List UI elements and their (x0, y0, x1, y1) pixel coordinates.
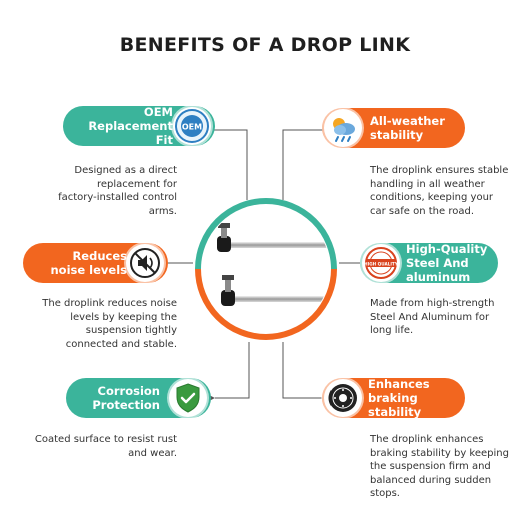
drop-link-product-image (193, 196, 339, 342)
benefit-corrosion-protection: Corrosion Protection (66, 378, 211, 418)
weather-icon (324, 109, 362, 147)
benefit-label: High-Quality Steel And aluminum (406, 242, 488, 284)
benefit-description: Made from high-strength Steel And Alumin… (370, 298, 495, 336)
benefit-label: Enhances braking stability (368, 377, 430, 419)
benefit-oem-replacement-fit: OEM Replacement Fit OEM (63, 105, 215, 147)
benefit-label: OEM Replacement Fit (88, 105, 173, 147)
benefit-high-quality-steel-aluminum: HIGH QUALITY High-Quality Steel And alum… (360, 242, 498, 284)
benefit-description: The droplink ensures stable handling in … (370, 165, 509, 217)
benefit-enhances-braking-stability: Enhances braking stability (322, 377, 465, 419)
page-title: BENEFITS OF A DROP LINK (119, 34, 411, 56)
benefit-label: Reduces noise levels (50, 249, 127, 277)
benefit-description: Designed as a direct replacement for fac… (58, 165, 177, 217)
shield-check-icon (169, 379, 207, 417)
benefit-label: Corrosion Protection (92, 384, 160, 412)
oem-badge-text: OEM (182, 123, 202, 132)
brake-disc-icon (324, 379, 362, 417)
benefit-label: All-weather stability (370, 114, 445, 142)
benefit-reduces-noise-levels: Reduces noise levels (23, 243, 168, 283)
benefit-all-weather-stability: All-weather stability (322, 108, 465, 148)
high-quality-badge-text: HIGH QUALITY (364, 262, 399, 267)
benefit-description: The droplink reduces noise levels by kee… (42, 298, 177, 350)
benefit-description: The droplink enhances braking stability … (370, 434, 509, 499)
oem-seal-icon: OEM (173, 107, 211, 145)
high-quality-stamp-icon: HIGH QUALITY (362, 244, 400, 282)
benefit-description: Coated surface to resist rust and wear. (34, 434, 177, 459)
no-noise-icon (126, 244, 164, 282)
